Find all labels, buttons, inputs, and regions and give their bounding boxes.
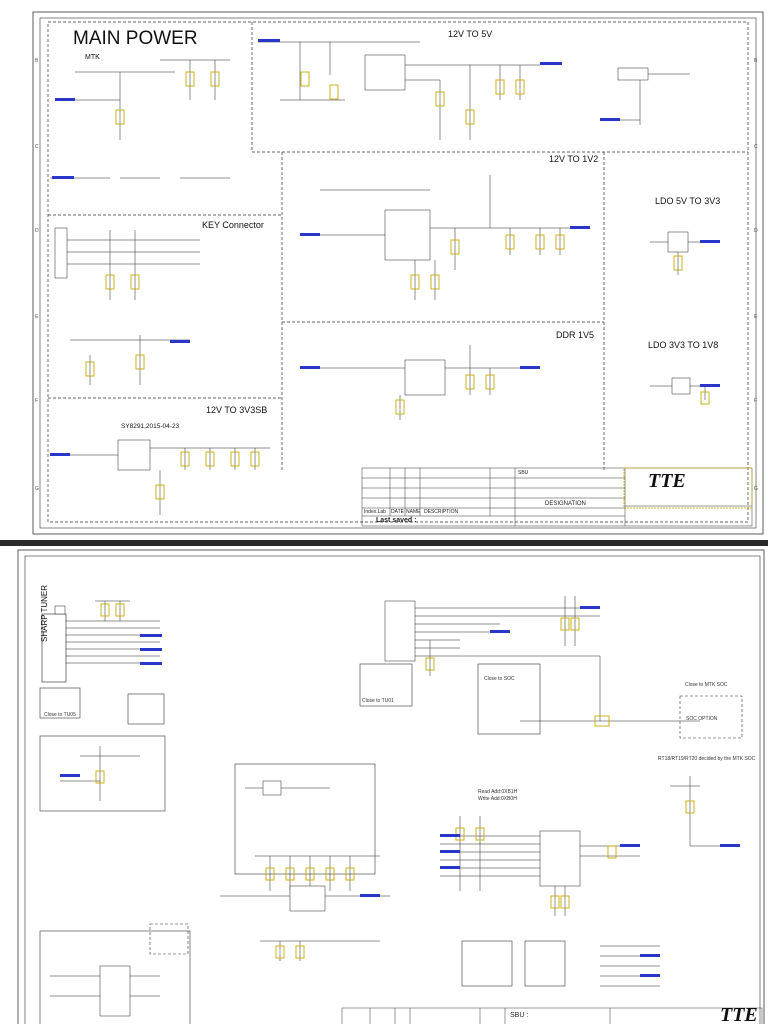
- svg-text:C: C: [754, 144, 758, 150]
- section-12v-to-1v2: 12V TO 1V2: [549, 154, 599, 164]
- title-block-col-date: DATE: [391, 509, 404, 515]
- title-block-designation: DESIGNATION: [545, 501, 586, 507]
- svg-text:E: E: [35, 314, 39, 320]
- section-ldo-3v3-to-1v8: LDO 3V3 TO 1V8: [648, 340, 719, 350]
- section-12v-to-3v3sb: 12V TO 3V3SB: [206, 405, 268, 415]
- section-key-connector: KEY Connector: [202, 220, 264, 230]
- tuner-schematic-drawing: [17, 549, 765, 1024]
- schematic-sheet-tuner: SHARP TUNER Close to TU05 Close to TU01 …: [0, 546, 768, 1024]
- section-ddr-1v5: DDR 1V5: [556, 330, 595, 340]
- svg-text:B: B: [754, 58, 758, 64]
- svg-text:B: B: [35, 58, 39, 64]
- sheet-divider: [0, 540, 768, 546]
- soc-option-label: SOC OPTION: [686, 716, 718, 722]
- title-block-sbu: SBU: [518, 470, 529, 476]
- close-to-tu05-note: Close to TU05: [44, 712, 76, 718]
- main-power-schematic-drawing: B C D E F G B C D E F G: [32, 11, 764, 535]
- sheet-title: MAIN POWER: [73, 28, 198, 49]
- mtk-label: MTK: [85, 54, 100, 61]
- write-address-note: Write Add:0XB0H: [478, 796, 517, 802]
- svg-text:D: D: [35, 228, 39, 234]
- title-block-col-description: DESCRIPTION: [424, 509, 459, 515]
- svg-text:G: G: [754, 486, 758, 492]
- title-block-col-index: Index.Lab: [364, 509, 386, 515]
- sheet2-title-block-sbu: SBU :: [510, 1012, 529, 1019]
- svg-text:G: G: [35, 486, 39, 492]
- read-address-note: Read Add:0XB1H: [478, 789, 518, 795]
- svg-text:E: E: [754, 314, 758, 320]
- tte-logo: TTE: [648, 470, 686, 492]
- sheet2-tte-logo: TTE: [720, 1004, 758, 1024]
- mtk-soc-decided-note: RT18/RT19/RT20 decided by the MTK SOC: [658, 756, 756, 762]
- section-ldo-5v-to-3v3: LDO 5V TO 3V3: [655, 196, 721, 206]
- svg-text:F: F: [35, 398, 38, 404]
- svg-text:F: F: [754, 398, 757, 404]
- close-to-mtk-soc-note: Close to MTK SOC: [685, 682, 728, 688]
- svg-text:C: C: [35, 144, 39, 150]
- title-block-last-saved: Last saved :: [376, 517, 417, 524]
- sy8291-date-note: SY8291,2015-04-23: [121, 423, 180, 430]
- svg-text:D: D: [754, 228, 758, 234]
- title-block-col-name: NAME: [406, 509, 421, 515]
- schematic-sheet-main-power: B C D E F G B C D E F G MAIN POWER MTK 12V TO 5V…: [32, 11, 764, 535]
- sharp-tuner-label: SHARP TUNER: [40, 584, 49, 642]
- close-to-tu01-note: Close to TU01: [362, 698, 394, 704]
- section-12v-to-5v: 12V TO 5V: [448, 29, 493, 39]
- close-to-soc-note: Close to SOC: [484, 676, 515, 682]
